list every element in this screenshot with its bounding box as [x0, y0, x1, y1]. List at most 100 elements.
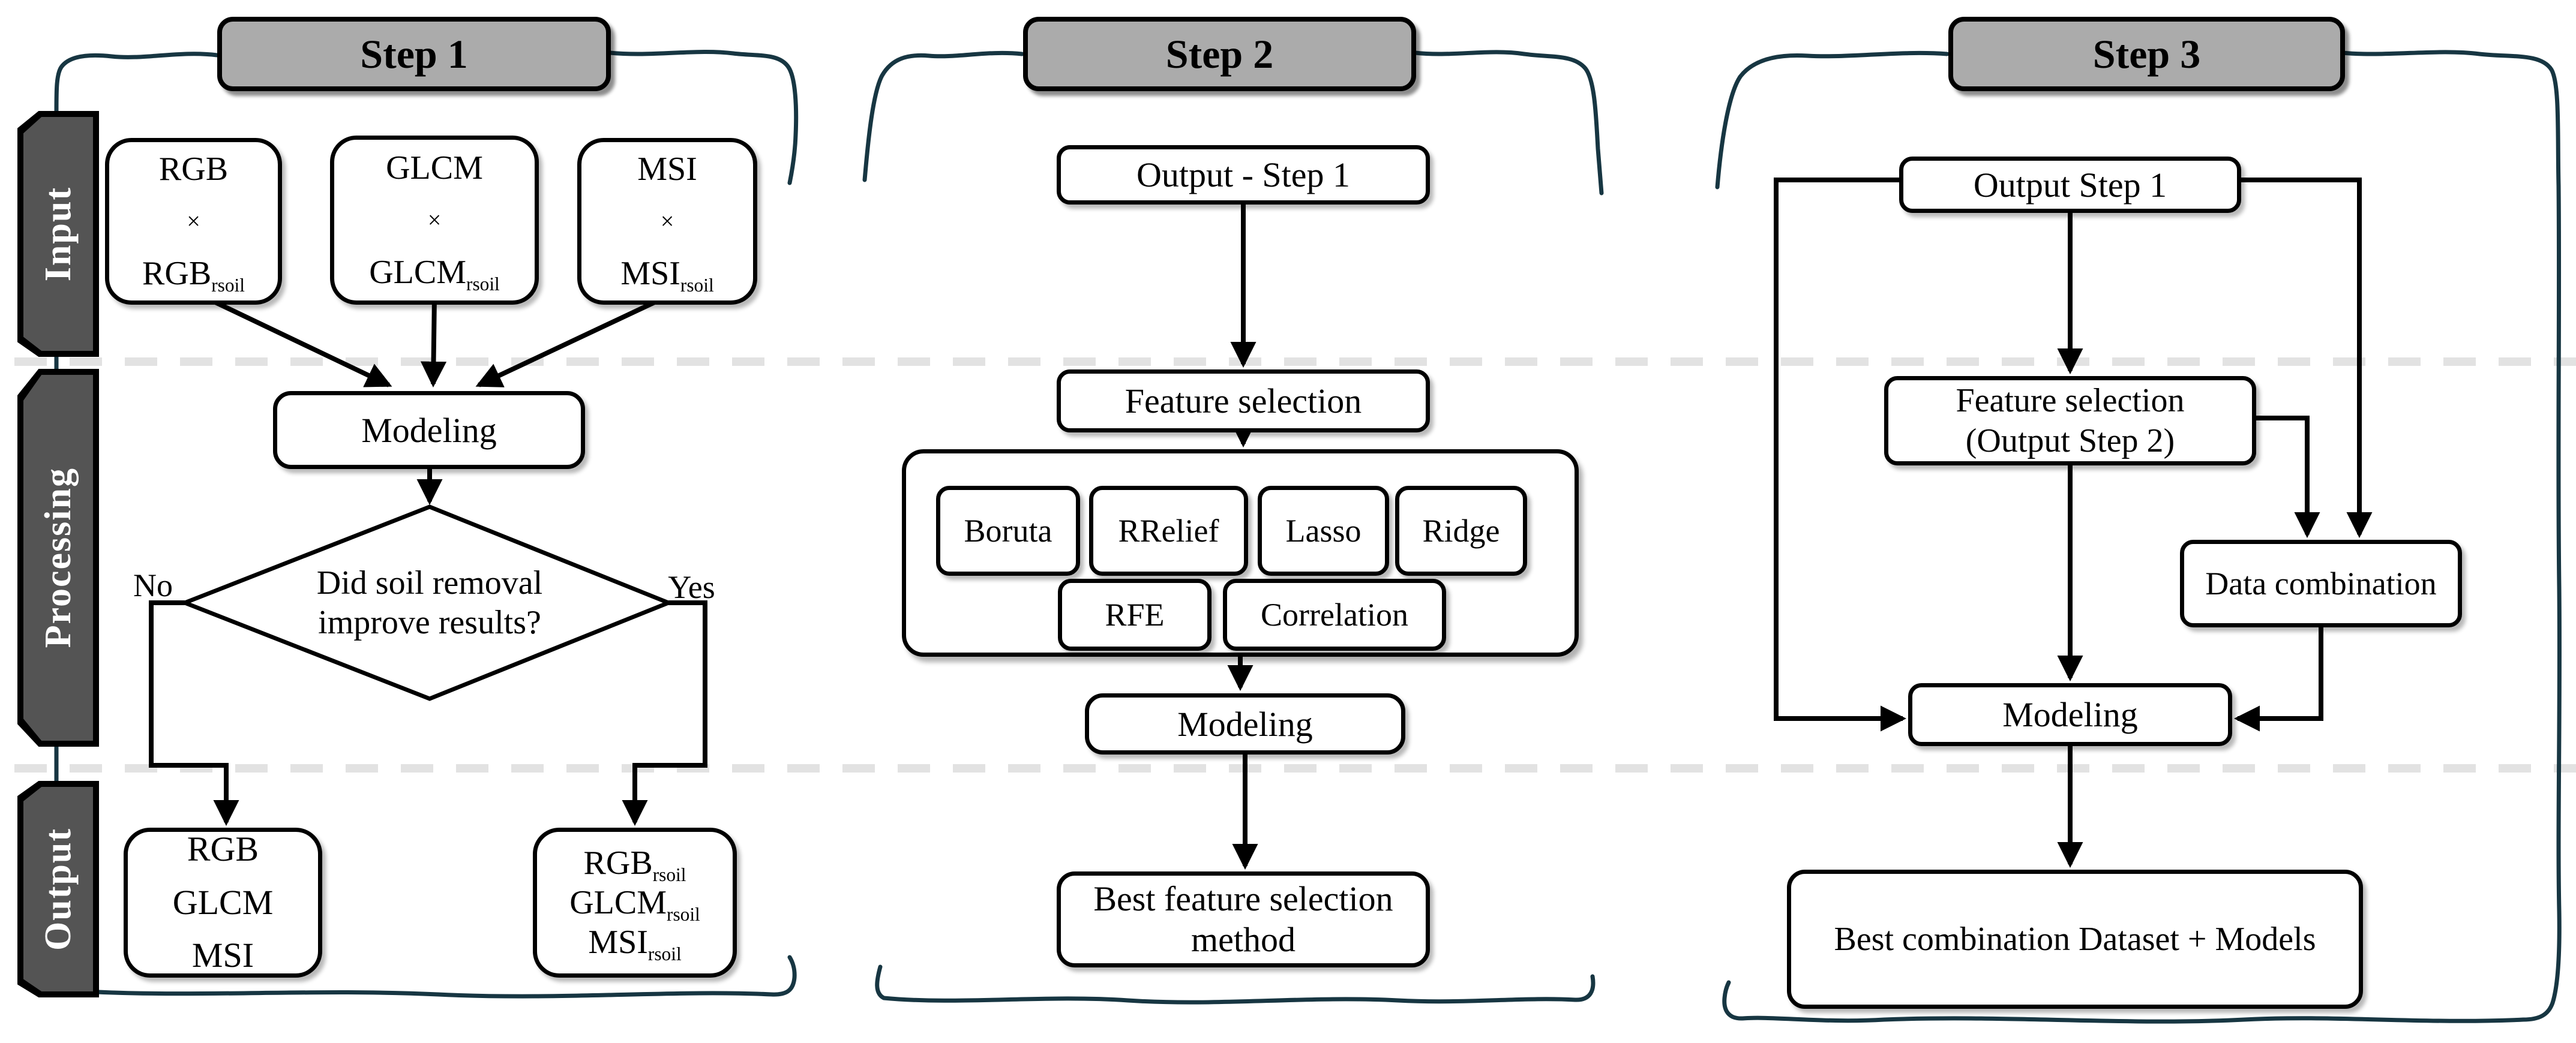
- arrow-glcm-to-modeling: [420, 296, 447, 388]
- step3-header: Step 3: [1948, 17, 2345, 91]
- multiply-sign: ×: [187, 208, 200, 235]
- input-band-inner: Input: [23, 117, 93, 351]
- glcm-subscript: rsoil: [466, 273, 500, 295]
- step3-modeling-label: Modeling: [2002, 695, 2138, 734]
- decision-text: Did soil removal improve results?: [258, 558, 601, 648]
- input-box-glcm: GLCM × GLCMrsoil: [330, 136, 539, 305]
- arrow-no-branch: [149, 600, 239, 826]
- step2-header-label: Step 2: [1165, 31, 1274, 77]
- step2-modeling-label: Modeling: [1177, 704, 1313, 744]
- step2-best-method-box: Best feature selection method: [1057, 871, 1430, 967]
- input-box-msi: MSI × MSIrsoil: [577, 138, 757, 305]
- method-box-lasso: Lasso: [1258, 486, 1389, 576]
- method-box-rfe: RFE: [1058, 579, 1211, 651]
- output-yes-msi: MSI: [588, 924, 648, 961]
- decision-diamond-shape: [179, 504, 674, 701]
- decision-line2: improve results?: [318, 604, 541, 641]
- output-band-banner: Output: [17, 781, 99, 997]
- step2-output-step1-box: Output - Step 1: [1057, 145, 1430, 205]
- processing-band-inner: Processing: [23, 375, 93, 741]
- method-box-correlation: Correlation: [1223, 579, 1446, 651]
- output-yes-line3: MSIrsoil: [588, 922, 682, 965]
- arrow-yes-branch: [622, 600, 707, 826]
- step3-output-step1-box: Output Step 1: [1899, 157, 2241, 213]
- arrow-left-rail-to-modeling3: [1774, 178, 1907, 732]
- arrow-msi-to-modeling: [475, 294, 667, 387]
- step2-feature-selection-label: Feature selection: [1124, 381, 1362, 420]
- step3-data-combination-label: Data combination: [2205, 566, 2437, 602]
- step1-modeling-label: Modeling: [361, 410, 497, 450]
- frame-step2-bottom: [875, 964, 1596, 1005]
- step2-best-line1: Best feature selection: [1093, 879, 1393, 918]
- step2-header: Step 2: [1023, 17, 1416, 91]
- output-yes-msi-sub: rsoil: [647, 943, 682, 965]
- frame-step3-top-left: [1715, 50, 1950, 190]
- step3-modeling-box: Modeling: [1908, 683, 2232, 746]
- output-yes-glcm-sub: rsoil: [667, 904, 700, 925]
- step1-modeling-box: Modeling: [273, 391, 585, 469]
- rgb-rsoil-line: RGBrsoil: [142, 254, 245, 294]
- hand-drawn-frames: [54, 49, 2562, 1024]
- step3-header-label: Step 3: [2092, 31, 2201, 77]
- processing-band-label: Processing: [37, 467, 79, 648]
- step3-best-combination-box: Best combination Dataset + Models: [1787, 870, 2363, 1009]
- flow-connectors: [149, 178, 2373, 870]
- method-boruta-label: Boruta: [964, 513, 1052, 549]
- output-no-line3: MSI: [191, 936, 254, 975]
- frame-step1-left: [54, 52, 797, 999]
- msi-base: MSI: [620, 255, 680, 292]
- step3-feature-selection-box: Feature selection (Output Step 2): [1884, 376, 2256, 465]
- rgb-base: RGB: [142, 255, 212, 292]
- glcm-top: GLCM: [386, 149, 483, 187]
- rgb-top: RGB: [158, 150, 229, 188]
- processing-band-banner: Processing: [17, 369, 99, 747]
- step3-feature-selection-line2: (Output Step 2): [1965, 422, 2175, 459]
- output-band-inner: Output: [23, 787, 93, 991]
- multiply-sign: ×: [660, 208, 674, 235]
- output-yes-rgb-sub: rsoil: [652, 864, 686, 886]
- step2-modeling-box: Modeling: [1085, 693, 1405, 755]
- method-box-ridge: Ridge: [1395, 486, 1527, 576]
- msi-subscript: rsoil: [680, 275, 714, 296]
- output-yes-line2: GLCMrsoil: [569, 883, 700, 925]
- step3-data-combination-box: Data combination: [2180, 540, 2462, 627]
- decision-no-label: No: [133, 567, 173, 603]
- step3-best-combination-label: Best combination Dataset + Models: [1834, 921, 2316, 958]
- arrow-rgb-to-modeling: [203, 294, 392, 387]
- method-rrelief-label: RRelief: [1118, 513, 1219, 549]
- output-yes-glcm: GLCM: [569, 883, 667, 921]
- step1-output-no-box: RGB GLCM MSI: [124, 828, 322, 978]
- step2-feature-selection-box: Feature selection: [1057, 369, 1430, 432]
- output-no-line1: RGB: [187, 829, 259, 869]
- step2-best-line2: method: [1191, 920, 1296, 959]
- decision-line1: Did soil removal: [316, 564, 543, 602]
- msi-top: MSI: [637, 150, 697, 188]
- frame-step2-top-left: [862, 50, 1024, 182]
- glcm-base: GLCM: [369, 254, 467, 291]
- step3-output-step1-label: Output Step 1: [1973, 165, 2167, 205]
- frame-step2-top-right: [1413, 50, 1604, 196]
- msi-rsoil-line: MSIrsoil: [620, 254, 714, 296]
- output-yes-line1: RGBrsoil: [584, 843, 686, 886]
- method-box-boruta: Boruta: [936, 486, 1080, 576]
- arrow-right-rail-to-datacombination: [2241, 178, 2373, 539]
- multiply-sign: ×: [427, 206, 442, 233]
- method-box-rrelief: RRelief: [1089, 486, 1248, 576]
- step1-header: Step 1: [217, 17, 611, 91]
- output-band-label: Output: [37, 828, 79, 951]
- frame-step1-right: [607, 49, 799, 185]
- method-lasso-label: Lasso: [1285, 513, 1362, 549]
- step3-feature-selection-line1: Feature selection: [1956, 382, 2185, 420]
- method-ridge-label: Ridge: [1422, 513, 1500, 549]
- method-correlation-label: Correlation: [1261, 597, 1408, 633]
- step1-output-yes-box: RGBrsoil GLCMrsoil MSIrsoil: [533, 828, 737, 978]
- step2-output-step1-label: Output - Step 1: [1136, 155, 1351, 194]
- glcm-rsoil-line: GLCMrsoil: [369, 253, 500, 295]
- input-box-rgb: RGB × RGBrsoil: [105, 138, 282, 305]
- output-no-line2: GLCM: [172, 882, 274, 922]
- frame-step3-right-bottom: [1722, 50, 2562, 1024]
- band-separator-lines: [14, 357, 2576, 773]
- method-rfe-label: RFE: [1105, 597, 1165, 633]
